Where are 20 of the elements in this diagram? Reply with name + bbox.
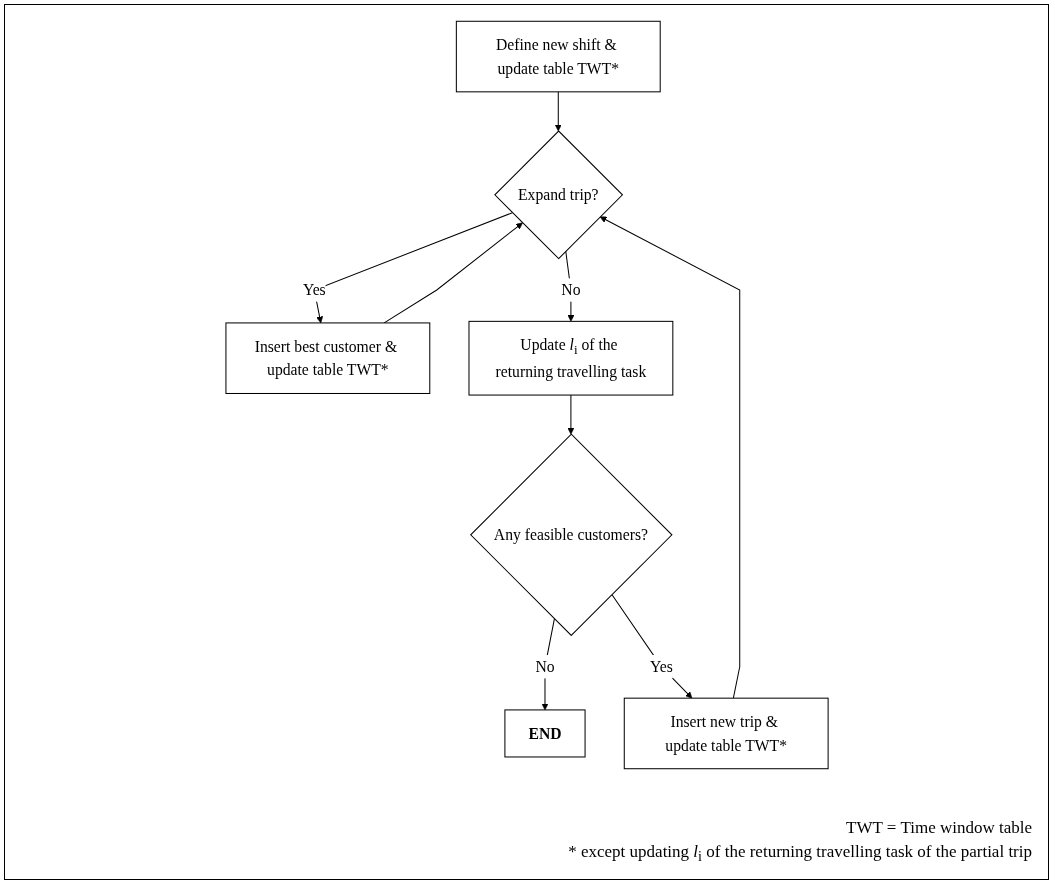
arrow: [384, 222, 524, 324]
arrow: [611, 594, 693, 699]
arrow: [555, 91, 563, 132]
node-diamond: Expand trip?: [494, 130, 624, 260]
edge-label: Yes: [650, 658, 674, 676]
node-diamond: Any feasible customers?: [470, 433, 674, 637]
arrow: [567, 394, 575, 435]
node-box: Insert best customer & update table TWT*: [225, 322, 431, 394]
arrow: [314, 212, 514, 324]
node-box: Update l$_{i}$ of the returning travelling task: [468, 320, 674, 396]
edge-label: No: [535, 658, 556, 676]
edge-label: Yes: [303, 281, 327, 299]
node-box: Insert new trip & update table TWT*: [624, 697, 830, 770]
node-box: Define new shift & update table TWT*: [456, 20, 662, 93]
node-box: END: [504, 709, 587, 758]
arrow: [542, 618, 556, 711]
arrow: [600, 216, 741, 699]
footnote-text: * except updating l$_{i}$ of the returning travelling task of the partial trip: [568, 841, 1032, 865]
edge-label: No: [561, 281, 581, 299]
footnote-text: TWT = Time window table: [845, 817, 1032, 838]
